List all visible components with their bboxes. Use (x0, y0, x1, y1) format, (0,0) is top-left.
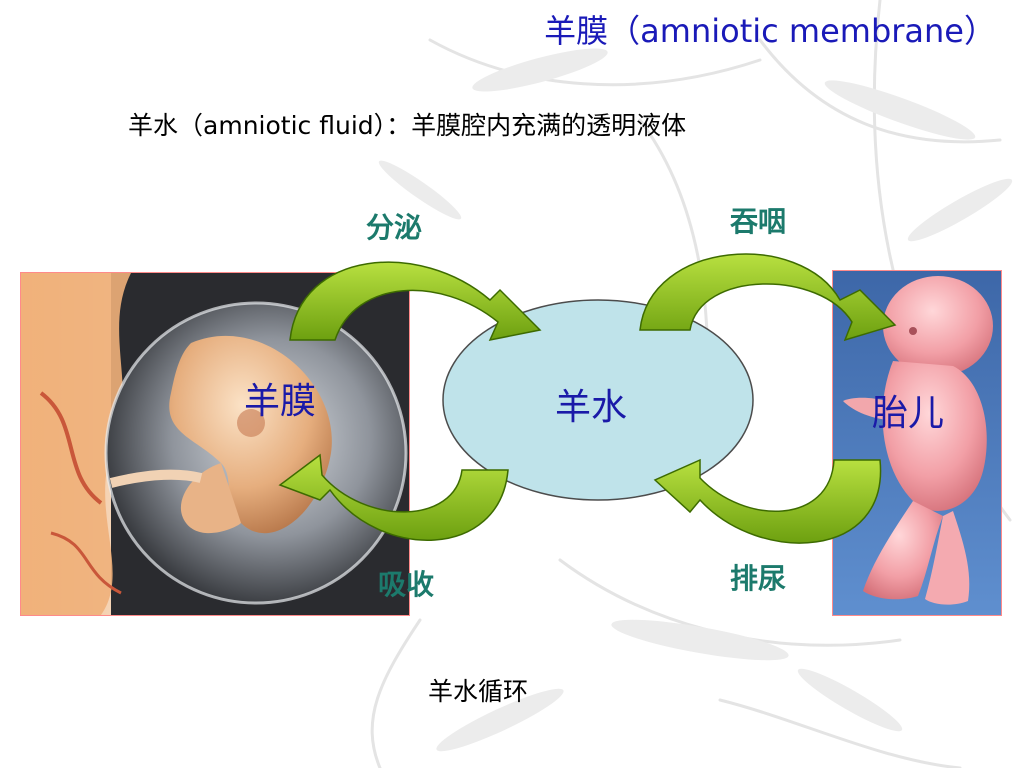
title-paren-close: ） (963, 12, 996, 50)
label-amnion: 羊膜 (244, 381, 317, 422)
secretion-arrow (289, 261, 542, 342)
absorb-arrow (278, 453, 509, 541)
label-secrete: 分泌 (366, 211, 423, 244)
page-title: 羊膜（amniotic membrane） (544, 6, 996, 52)
embryo-photo (20, 272, 410, 616)
urinate-arrow (653, 458, 882, 544)
fetus-photo (832, 270, 1002, 616)
subtitle-definition: ：羊膜腔内充满的透明液体 (386, 111, 687, 140)
title-cn: 羊膜 (544, 12, 609, 50)
amniotic-fluid-ellipse (442, 299, 754, 501)
subtitle-cn: 羊水 (128, 111, 179, 140)
subtitle-paren-open: （ (178, 111, 204, 140)
title-paren-open: （ (608, 12, 641, 50)
label-absorb: 吸收 (378, 568, 435, 601)
definition-line: 羊水（amniotic fluid）：羊膜腔内充满的透明液体 (128, 106, 686, 142)
title-en: amniotic membrane (640, 12, 964, 50)
subtitle-paren-close: ） (373, 111, 387, 140)
label-fluid: 羊水 (555, 387, 628, 428)
diagram-caption: 羊水循环 (428, 677, 529, 706)
swallow-arrow (639, 253, 897, 342)
label-swallow: 吞咽 (730, 205, 787, 238)
label-fetus: 胎儿 (872, 393, 945, 434)
subtitle-en: amniotic fluid (203, 111, 374, 140)
label-urinate: 排尿 (730, 562, 787, 595)
